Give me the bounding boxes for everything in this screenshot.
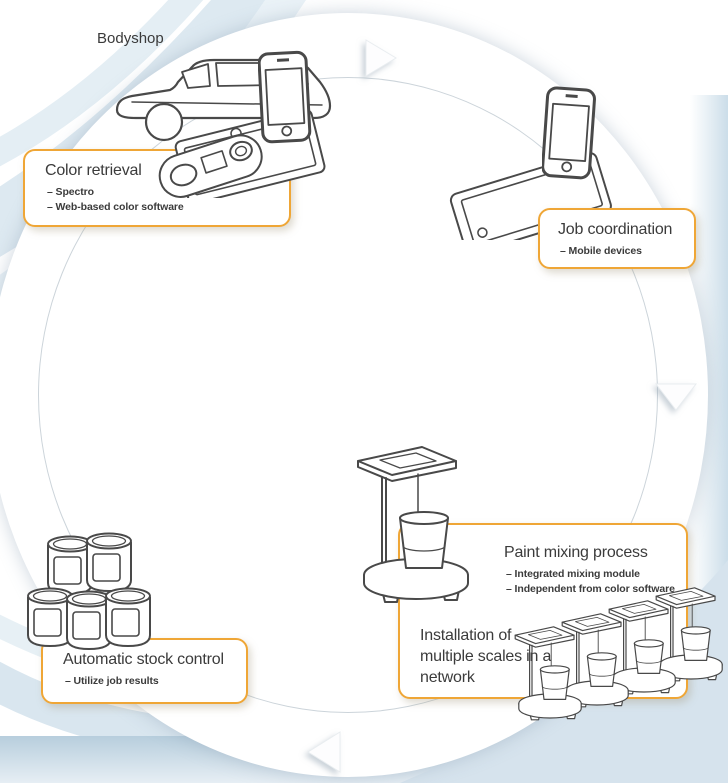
mixing-scale-icon (357, 446, 469, 603)
paint-cans-icon (27, 532, 151, 650)
paint-mixing-bullet-2: – Independent from color software (506, 583, 675, 595)
smartphone-icon (542, 86, 596, 180)
job-coordination-callout: Job coordination – Mobile devices (538, 208, 696, 269)
color-retrieval-title: Color retrieval (45, 162, 142, 179)
job-coordination-title: Job coordination (558, 221, 673, 238)
paint-mixing-bullet-1: – Integrated mixing module (506, 568, 640, 580)
smartphone-icon (258, 50, 312, 144)
stock-control-bullet-1: – Utilize job results (65, 675, 159, 687)
flow-arrow-down-icon (654, 383, 698, 411)
color-retrieval-bullet-1: – Spectro (47, 186, 94, 198)
stock-control-callout: Automatic stock control – Utilize job re… (41, 638, 248, 704)
scales-network-note: Installation of multiple scales in a net… (420, 627, 552, 686)
bodyshop-label: Bodyshop (97, 30, 164, 47)
stock-control-title: Automatic stock control (63, 651, 224, 668)
paint-mixing-title: Paint mixing process (504, 544, 648, 561)
color-retrieval-bullet-2: – Web-based color software (47, 201, 184, 213)
scales-network-icon (514, 587, 723, 721)
flow-arrow-left-icon (307, 731, 341, 773)
flow-arrow-right-icon (365, 39, 397, 77)
job-coordination-bullet-1: – Mobile devices (560, 245, 642, 257)
